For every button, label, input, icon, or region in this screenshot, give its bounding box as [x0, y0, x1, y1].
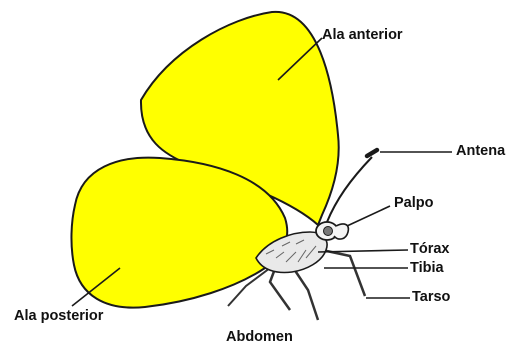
leader-thorax	[318, 250, 408, 252]
palp	[334, 224, 348, 239]
antenna-label: Antena	[456, 144, 505, 159]
hindwing-label: Ala posterior	[14, 309, 103, 324]
tarsus-label: Tarso	[412, 290, 450, 305]
thorax-label: Tórax	[410, 242, 450, 257]
palp-label: Palpo	[394, 196, 433, 211]
leg-middle	[292, 266, 318, 320]
antenna-club	[367, 150, 377, 156]
abdomen-label: Abdomen	[226, 330, 293, 345]
tibia-label: Tibia	[410, 261, 444, 276]
eye	[324, 227, 333, 236]
leader-palp	[347, 206, 390, 226]
forewing-label: Ala anterior	[322, 28, 403, 43]
